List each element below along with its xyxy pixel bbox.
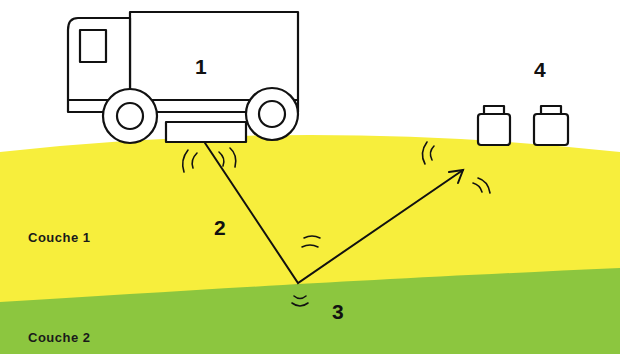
truck-window (80, 30, 106, 62)
geophone-cap (484, 106, 504, 114)
arrow-head (449, 170, 463, 183)
ground-layer: Couche 1 (0, 118, 620, 313)
vibrator-plate (166, 122, 246, 142)
geophone-cap (541, 106, 561, 114)
seismic-ray (205, 143, 463, 283)
truck-cab (68, 18, 130, 100)
wheel (246, 88, 298, 140)
layer-name: Couche 2 (28, 330, 91, 345)
wheel-hub (259, 101, 285, 127)
layer-fill (0, 258, 620, 354)
geophone (478, 114, 510, 145)
callout-number: 1 (195, 55, 207, 79)
callout-number: 2 (214, 216, 226, 240)
wave-marks (183, 142, 490, 306)
callout-number: 4 (534, 58, 546, 82)
wheel (103, 89, 157, 143)
layer-shape (0, 118, 620, 313)
callout-number: 3 (332, 300, 344, 324)
layer-name: Couche 1 (28, 230, 91, 245)
truck-box (130, 12, 298, 100)
wheel-hub (117, 103, 143, 129)
geophone (534, 114, 568, 145)
